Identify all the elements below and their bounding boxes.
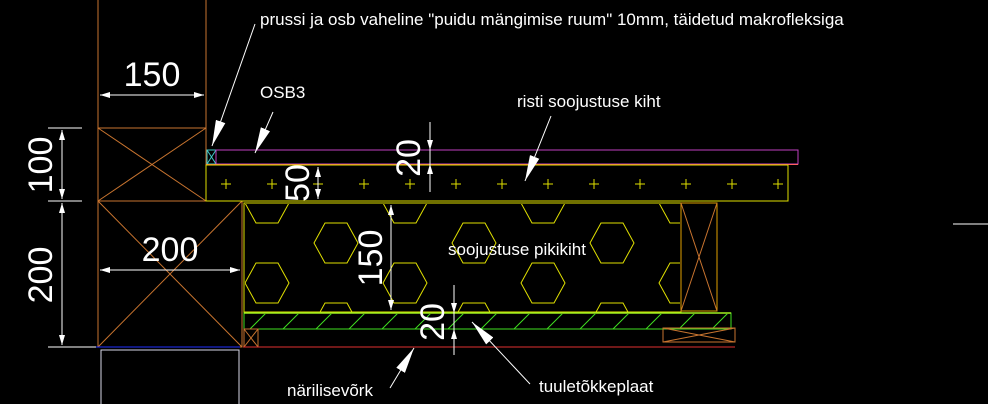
cross-insulation-layer xyxy=(205,164,789,202)
wall-post xyxy=(97,0,243,348)
foundation xyxy=(100,349,240,404)
hatch-hexagon xyxy=(451,222,497,264)
hatch-hexagon xyxy=(245,204,290,224)
hatch-hexagon xyxy=(520,262,566,304)
hatch-line xyxy=(480,314,497,329)
hatch-hexagon xyxy=(728,223,772,263)
hatch-hexagon xyxy=(245,262,290,304)
dim-lower-height: 200 xyxy=(22,247,60,304)
label-wind-board: tuuletõkkeplaat xyxy=(539,377,654,396)
hatch-hexagon xyxy=(658,204,680,224)
hatch-line xyxy=(414,314,431,329)
hatch-hexagon xyxy=(797,183,841,223)
hatch-hexagon xyxy=(589,222,635,264)
hatch-line xyxy=(513,314,530,329)
hatch-hexagon xyxy=(866,303,910,343)
dimension-lines xyxy=(48,92,457,355)
hatch-line xyxy=(612,314,629,329)
hatch-line xyxy=(645,314,662,329)
hatch-line xyxy=(546,314,563,329)
dim-osb-thickness: 20 xyxy=(390,139,428,177)
hatch-plus xyxy=(589,179,599,189)
dim-post-width: 150 xyxy=(124,56,181,94)
hatch-plus xyxy=(221,179,231,189)
hatch-plus xyxy=(405,179,415,189)
hatch-hexagon xyxy=(313,222,359,264)
dim-upper-height: 100 xyxy=(22,137,60,194)
stud xyxy=(680,202,718,312)
hatch-line xyxy=(282,314,299,329)
gap-filler xyxy=(206,149,217,165)
hatch-plus xyxy=(681,179,691,189)
hatch-plus xyxy=(359,179,369,189)
label-osb: OSB3 xyxy=(260,83,305,102)
hatch-plus xyxy=(635,179,645,189)
hatch-hexagon xyxy=(797,263,841,303)
batten-right xyxy=(662,327,736,343)
label-cross-insulation: risti soojustuse kiht xyxy=(517,92,661,111)
hatch-line xyxy=(381,314,398,329)
osb-board xyxy=(215,149,799,165)
hatch-hexagon xyxy=(457,302,491,312)
label-rodent-mesh: närilisevõrk xyxy=(287,381,373,400)
hatch-line xyxy=(579,314,596,329)
hatch-plus xyxy=(773,179,783,189)
hatch-hexagon xyxy=(520,204,566,224)
hatch-hexagon xyxy=(382,204,428,224)
dim-wind-board: 20 xyxy=(414,303,452,341)
hatch-line xyxy=(348,314,365,329)
wind-board xyxy=(243,312,732,330)
dim-cross-layer: 50 xyxy=(279,164,317,202)
hatch-line xyxy=(447,314,464,329)
label-gap: prussi ja osb vaheline "puidu mängimise … xyxy=(260,10,844,29)
hatch-line xyxy=(711,314,728,329)
hatch-line xyxy=(678,314,695,329)
hatch-plus xyxy=(727,179,737,189)
hatch-line xyxy=(249,314,266,329)
hatch-plus xyxy=(543,179,553,189)
dim-long-layer: 150 xyxy=(352,230,390,287)
hatch-hexagon xyxy=(658,262,680,304)
hatch-line xyxy=(315,314,332,329)
long-insulation-hatch xyxy=(245,183,910,343)
dim-beam-width: 200 xyxy=(142,231,199,269)
leader-lines xyxy=(211,23,552,389)
batten-left xyxy=(243,328,259,348)
hatch-hexagon xyxy=(382,262,428,304)
wind-board-hatch xyxy=(249,314,728,329)
hatch-hexagon xyxy=(866,223,910,263)
hatch-plus xyxy=(451,179,461,189)
label-long-insulation: soojustuse pikikiht xyxy=(448,240,586,259)
hatch-hexagon xyxy=(319,302,353,312)
hatch-hexagon xyxy=(595,302,629,312)
cross-insulation-hatch xyxy=(221,179,783,189)
hatch-plus xyxy=(267,179,277,189)
hatch-plus xyxy=(497,179,507,189)
